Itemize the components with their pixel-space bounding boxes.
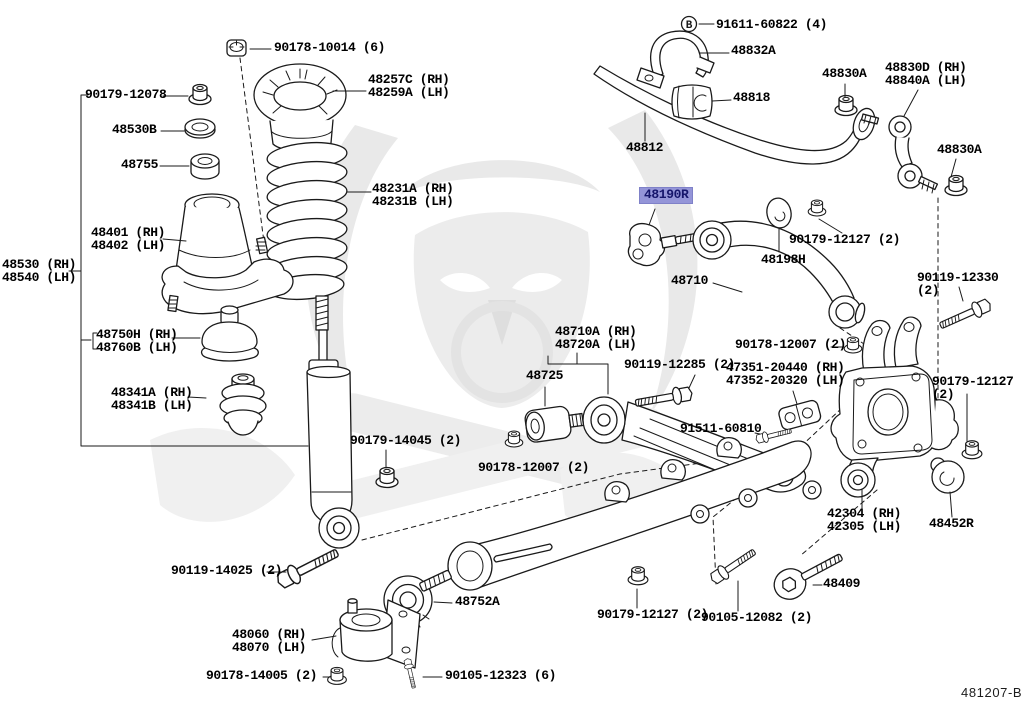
part-shock-absorber bbox=[306, 295, 360, 549]
callout-b: B bbox=[680, 15, 698, 33]
part-nut-90179-12127-1 bbox=[807, 199, 827, 217]
part-label-48725: 48725 bbox=[526, 368, 564, 383]
part-cam-bolt-48409 bbox=[773, 553, 843, 600]
part-label-48812: 48812 bbox=[626, 140, 664, 155]
part-label-48190R[interactable]: 48190R bbox=[639, 187, 694, 204]
part-stabilizer-link-48830D bbox=[860, 113, 939, 194]
part-label-42304: 42304 (RH) 42305 (LH) bbox=[827, 506, 902, 534]
part-label-90178-10014: 90178-10014 (6) bbox=[274, 40, 386, 55]
part-bump-stopper-48750H bbox=[200, 305, 259, 362]
watermark-emblem bbox=[150, 110, 698, 534]
part-link-bracket-48190R bbox=[627, 222, 709, 267]
part-stabilizer-bar-48812 bbox=[593, 65, 876, 165]
part-label-90179-12127-3: 90179-12127 (2) bbox=[597, 607, 709, 622]
part-label-48401: 48401 (RH) 48402 (LH) bbox=[91, 225, 166, 253]
part-pad-48198H bbox=[766, 197, 792, 229]
part-label-48830D: 48830D (RH) 48840A (LH) bbox=[885, 60, 967, 88]
part-cam-48452R bbox=[930, 457, 965, 494]
part-label-48755: 48755 bbox=[121, 157, 159, 172]
part-upper-control-arm-48710 bbox=[692, 220, 866, 329]
drawing-code: 481207-B bbox=[961, 685, 1023, 700]
part-nut-90178-10014 bbox=[226, 39, 247, 57]
part-label-90178-12007-1: 90178-12007 (2) bbox=[735, 337, 847, 352]
part-strut-mount-48401 bbox=[161, 193, 294, 315]
part-label-47351-20440: 47351-20440 (RH) 47352-20320 (LH) bbox=[726, 360, 845, 388]
part-coil-spring-48231 bbox=[266, 141, 348, 301]
part-bolt-90119-14025 bbox=[273, 542, 343, 593]
callout-b-label: B bbox=[686, 20, 693, 32]
part-bushing-48725 bbox=[524, 405, 585, 443]
part-label-48060: 48060 (RH) 48070 (LH) bbox=[232, 627, 307, 655]
part-label-90179-12078: 90179-12078 bbox=[85, 87, 167, 102]
part-label-90105-12323: 90105-12323 (6) bbox=[445, 668, 557, 683]
part-label-91611-60822: 91611-60822 (4) bbox=[716, 17, 828, 32]
part-nut-90178-12007-1 bbox=[843, 336, 863, 354]
part-label-90178-14005: 90178-14005 (2) bbox=[206, 668, 318, 683]
part-bracket-48832A bbox=[636, 30, 715, 89]
part-label-48818: 48818 bbox=[733, 90, 771, 105]
part-nut-90179-12127-2 bbox=[961, 440, 983, 460]
part-label-90119-12330: 90119-12330 (2) bbox=[917, 270, 999, 298]
part-nut-48830A-1 bbox=[834, 94, 858, 117]
part-label-48830A-2: 48830A bbox=[937, 142, 982, 157]
part-label-48710A: 48710A (RH) 48720A (LH) bbox=[555, 324, 637, 352]
part-label-48830A-1: 48830A bbox=[822, 66, 867, 81]
part-spring-seat-48257C bbox=[253, 63, 347, 152]
part-label-48710: 48710 bbox=[671, 273, 709, 288]
part-label-48198H: 48198H bbox=[761, 252, 806, 267]
part-nut-90179-12078 bbox=[188, 83, 212, 106]
part-label-90178-12007-2: 90178-12007 (2) bbox=[478, 460, 590, 475]
part-nut-90178-14005 bbox=[327, 666, 347, 685]
part-label-48257C: 48257C (RH) 48259A (LH) bbox=[368, 72, 450, 100]
part-toe-plate-47351 bbox=[778, 399, 822, 431]
part-label-48231A: 48231A (RH) 48231B (LH) bbox=[372, 181, 454, 209]
part-label-48341A: 48341A (RH) 48341B (LH) bbox=[111, 385, 193, 413]
part-label-48530: 48530 (RH) 48540 (LH) bbox=[2, 257, 77, 285]
part-label-90179-14045: 90179-14045 (2) bbox=[350, 433, 462, 448]
part-label-48452R: 48452R bbox=[929, 516, 974, 531]
part-label-48752A: 48752A bbox=[455, 594, 500, 609]
part-label-90119-14025: 90119-14025 (2) bbox=[171, 563, 283, 578]
part-arm-mount-48060 bbox=[331, 598, 421, 669]
part-label-90179-12127-1: 90179-12127 (2) bbox=[789, 232, 901, 247]
part-label-48750H: 48750H (RH) 48760B (LH) bbox=[96, 327, 178, 355]
part-label-90179-12127-2: 90179-12127 (2) bbox=[932, 374, 1014, 402]
part-label-48530B: 48530B bbox=[112, 122, 157, 137]
part-spring-bumper-48341A bbox=[219, 373, 267, 436]
part-bushing-48755 bbox=[190, 153, 220, 180]
part-label-90119-12285: 90119-12285 (2) bbox=[624, 357, 736, 372]
part-bolt-90119-12330 bbox=[936, 295, 994, 334]
part-trailing-beam-48710A bbox=[419, 437, 812, 592]
part-knuckle-42304 bbox=[830, 316, 959, 498]
part-label-91511-60810: 91511-60810 bbox=[680, 421, 762, 436]
leader-lines bbox=[68, 23, 968, 678]
part-nut-90179-12127-3 bbox=[627, 566, 649, 586]
part-bushing-48818 bbox=[671, 84, 713, 120]
part-label-90105-12082: 90105-12082 (2) bbox=[701, 610, 813, 625]
part-nut-48830A-2 bbox=[944, 174, 968, 197]
part-label-48832A: 48832A bbox=[731, 43, 776, 58]
part-label-48409: 48409 bbox=[823, 576, 861, 591]
part-washer-48530B bbox=[184, 118, 216, 139]
